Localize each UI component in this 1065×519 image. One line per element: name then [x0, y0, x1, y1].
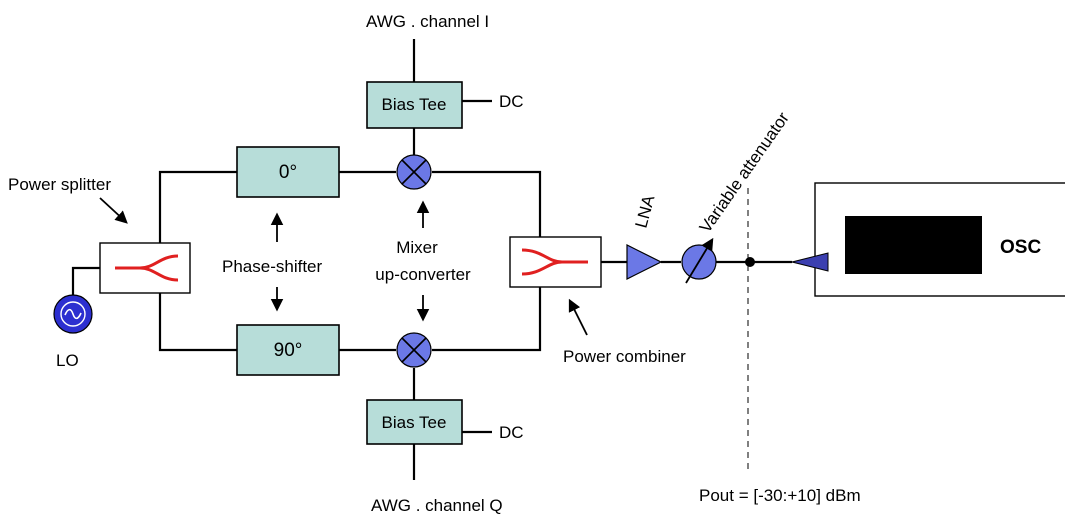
phase-90-label: 90°	[274, 340, 303, 361]
bias-tee-bottom[interactable]: Bias Tee	[366, 399, 463, 445]
dc-bottom-label: DC	[499, 423, 524, 442]
lna-amplifier-icon[interactable]	[626, 244, 663, 280]
phase-0-label: 0°	[279, 162, 297, 183]
bias-tee-top[interactable]: Bias Tee	[366, 81, 463, 129]
osc-label: OSC	[1000, 237, 1041, 258]
phase-shifter-0[interactable]: 0°	[236, 146, 340, 198]
phase-shifter-label: Phase-shifter	[222, 257, 322, 276]
wiring	[71, 39, 792, 480]
osc-screen	[845, 216, 982, 274]
dc-top-label: DC	[499, 92, 524, 111]
power-combiner-label: Power combiner	[563, 347, 686, 366]
mixer-label: Mixer	[396, 238, 438, 257]
lo-source-icon[interactable]	[53, 294, 93, 334]
oscilloscope[interactable]: OSC	[814, 182, 1065, 297]
osc-input-probe-icon	[791, 252, 829, 272]
lna-label: LNA	[632, 193, 659, 230]
power-splitter-icon[interactable]	[99, 242, 191, 294]
power-combiner-icon[interactable]	[509, 236, 602, 288]
mixer-top-icon[interactable]	[396, 154, 432, 190]
measurement-node	[745, 257, 755, 267]
variable-attenuator-icon[interactable]	[681, 237, 717, 284]
mixer-bottom-icon[interactable]	[396, 332, 432, 368]
variable-attenuator-label: Variable attenuator	[696, 108, 793, 236]
bias-tee-bottom-label: Bias Tee	[382, 413, 447, 432]
bias-tee-top-label: Bias Tee	[382, 95, 447, 114]
phase-shifter-90[interactable]: 90°	[236, 324, 340, 376]
pout-label: Pout = [-30:+10] dBm	[699, 486, 861, 505]
power-splitter-label: Power splitter	[8, 175, 111, 194]
up-converter-label: up-converter	[375, 265, 471, 284]
awg-channel-i-label: AWG . channel I	[366, 12, 489, 31]
lo-label: LO	[56, 351, 79, 370]
awg-channel-q-label: AWG . channel Q	[371, 496, 503, 515]
annotation-arrows	[99, 197, 588, 336]
